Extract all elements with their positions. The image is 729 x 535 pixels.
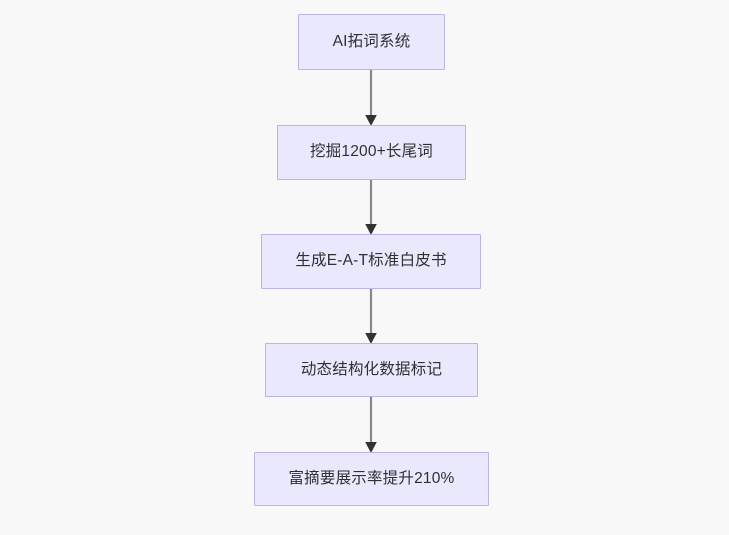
flow-edge-n1-n2 [355,68,387,128]
flow-node-label: 挖掘1200+长尾词 [309,143,434,161]
flow-node-label: 富摘要展示率提升210% [288,469,455,487]
arrow-line-icon [365,395,377,453]
flow-node-dynamic-structured-data-markup[interactable]: 动态结构化数据标记 [265,343,478,397]
flow-node-rich-snippet-impression-lift[interactable]: 富摘要展示率提升210% [254,452,489,506]
arrow-line-icon [365,178,377,235]
flow-node-label: 生成E-A-T标准白皮书 [295,252,447,270]
flow-node-generate-eat-whitepaper[interactable]: 生成E-A-T标准白皮书 [261,234,481,289]
flow-edge-n2-n3 [355,178,387,238]
arrow-line-icon [365,68,377,126]
arrow-line-icon [365,287,377,344]
flow-node-label: 动态结构化数据标记 [300,360,443,378]
flow-edge-n4-n5 [355,395,387,456]
flow-node-mine-longtail-keywords[interactable]: 挖掘1200+长尾词 [277,125,466,180]
flow-edge-n3-n4 [355,287,387,347]
flow-node-ai-keyword-system[interactable]: AI拓词系统 [298,14,445,70]
flow-node-label: AI拓词系统 [332,32,411,50]
